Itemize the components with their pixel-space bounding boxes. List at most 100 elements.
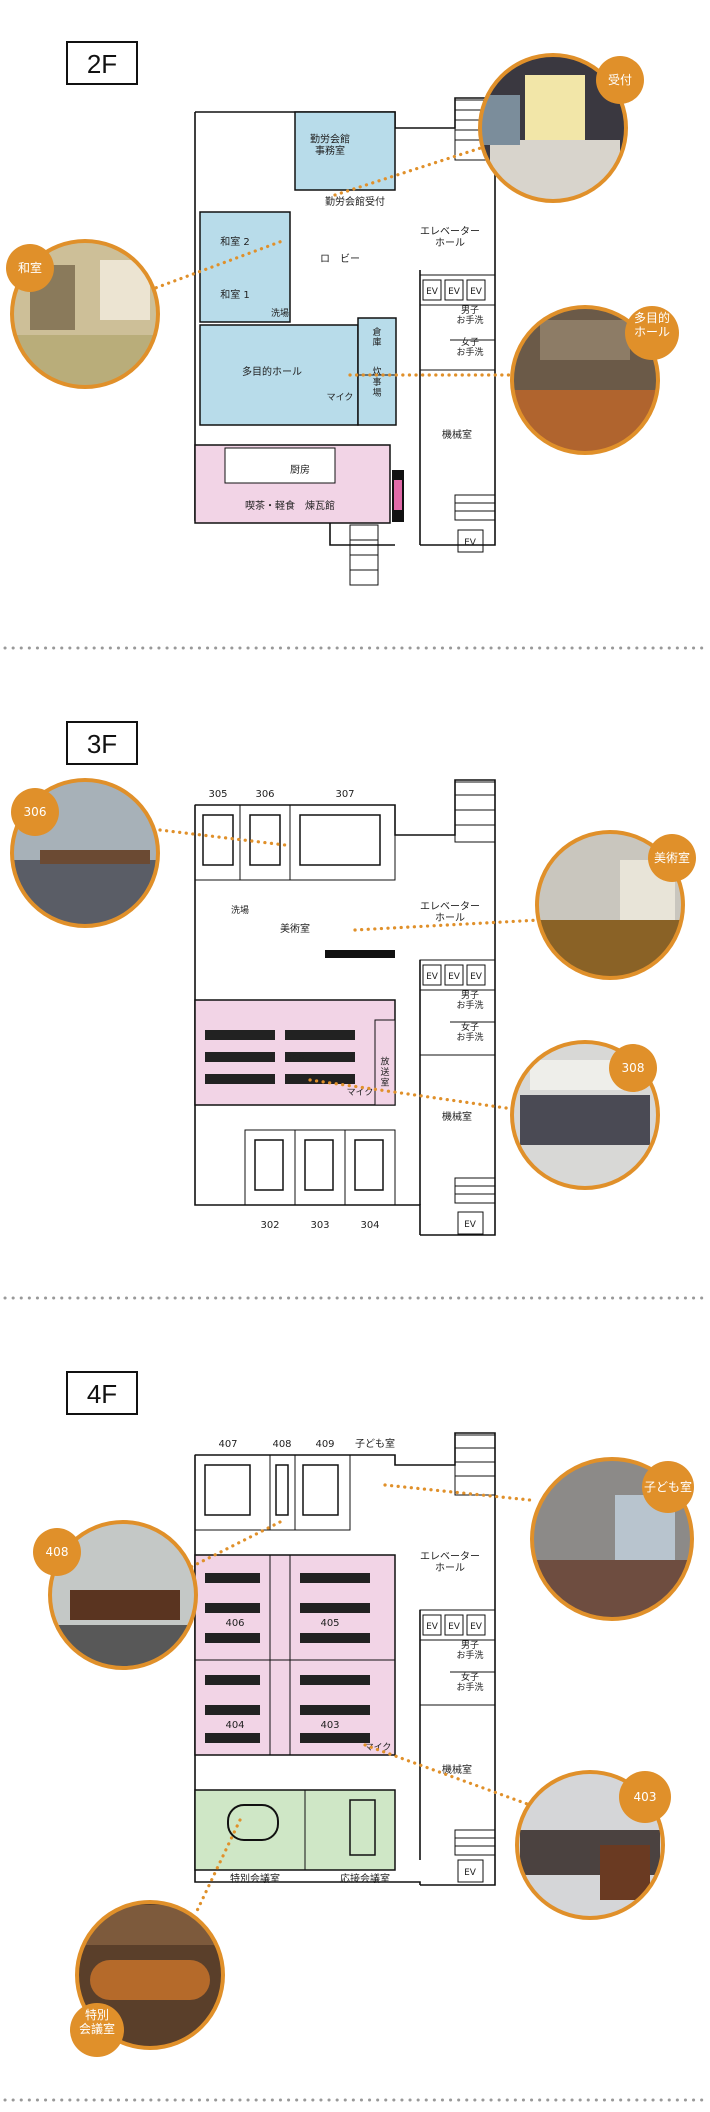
room-407-label: 407 [218, 1439, 237, 1450]
photo-tag-306: 306 [24, 805, 47, 819]
special-meeting-room [194, 1789, 396, 1871]
room-307-label: 307 [335, 789, 354, 800]
hall-mic-label: マイク [327, 392, 354, 403]
floor-label: 4F [87, 1379, 117, 1409]
rooms-403-406 [194, 1554, 396, 1756]
men-toilet-label: 男子お手洗 [456, 1640, 483, 1661]
svg-text:EV: EV [448, 1622, 461, 1632]
room-409-label: 409 [315, 1439, 334, 1450]
svg-text:EV: EV [464, 538, 477, 548]
photo-tag-reception: 受付 [608, 73, 632, 87]
floor-label-box [66, 1371, 138, 1415]
women-toilet-label: 女子お手洗 [456, 336, 483, 358]
multipurpose-hall [199, 324, 359, 426]
reception-label: 勤労会館受付 [325, 195, 385, 208]
broadcast-label: 放送室 [380, 1056, 389, 1089]
photo-reception: 受付 [478, 53, 644, 203]
room-408-label: 408 [272, 1439, 291, 1450]
photo-tag-kids: 子ども室 [644, 1479, 692, 1494]
svg-text:EV: EV [426, 287, 439, 297]
storage-label: 倉庫 [372, 326, 381, 348]
stairs [454, 781, 496, 1204]
women-toilet-label: 女子お手洗 [456, 1021, 483, 1043]
photo-tag-special: 特別会議室 [79, 2007, 115, 2036]
office-room [294, 111, 396, 191]
photo-art-room: 美術室 [535, 830, 696, 980]
photo-308: 308 [510, 1040, 660, 1190]
svg-text:EV: EV [470, 972, 483, 982]
room-406-label: 406 [225, 1618, 244, 1629]
svg-text:EV: EV [448, 287, 461, 297]
machine-room-label: 機械室 [442, 1763, 472, 1776]
svg-text:EV: EV [464, 1220, 477, 1230]
storage-room [357, 317, 397, 426]
svg-text:EV: EV [470, 1622, 483, 1632]
reception-room-label: 応接会議室 [340, 1872, 390, 1885]
photo-tag-art: 美術室 [654, 850, 690, 865]
mic-label: マイク [347, 1087, 374, 1098]
floor-label: 3F [87, 729, 117, 759]
special-room-label: 特別会議室 [230, 1872, 280, 1885]
room-305-label: 305 [208, 789, 227, 800]
kitchen-label: 厨房 [290, 463, 310, 476]
photo-tag-308: 308 [622, 1061, 645, 1075]
svg-text:EV: EV [426, 972, 439, 982]
floor-label-box [66, 721, 138, 765]
photo-hall: 多目的ホール [510, 305, 679, 455]
floor-4f: 4F EV EV EV [33, 1371, 694, 2057]
room-405-label: 405 [320, 1618, 339, 1629]
women-toilet-label: 女子お手洗 [456, 1671, 483, 1693]
desk-rows-4f [205, 1573, 370, 1743]
room-304-label: 304 [360, 1220, 379, 1231]
men-toilet-label: 男子お手洗 [456, 305, 483, 326]
room-403-label: 403 [320, 1720, 339, 1731]
floor-label: 2F [87, 49, 117, 79]
machine-room-label: 機械室 [442, 428, 472, 441]
hall-label: 多目的ホール [242, 365, 302, 378]
photo-special-room: 特別会議室 [70, 1900, 225, 2057]
meeting-rooms-4f-top [194, 1454, 351, 1531]
men-toilet-label: 男子お手洗 [456, 990, 483, 1011]
photo-306: 306 [10, 778, 160, 928]
stairs [454, 1434, 496, 1856]
photo-tag-408: 408 [46, 1545, 69, 1559]
ev-toilet-block: EV EV EV EV [419, 274, 496, 553]
lobby-label: ロ ビー [320, 253, 360, 265]
floor-3f: 3F EV EV EV [10, 721, 696, 1236]
office-label: 勤労会館事務室 [310, 132, 350, 157]
kids-room-label: 子ども室 [355, 1437, 395, 1450]
photo-washitsu: 和室 [6, 239, 160, 389]
elevator-hall-label: エレベーターホール [420, 225, 480, 249]
kitchenette-label: 炊事場 [372, 366, 381, 399]
kitchen-room [224, 447, 336, 484]
elevator-hall-label: エレベーターホール [420, 1550, 480, 1574]
room-306-label: 306 [255, 789, 274, 800]
meeting-rooms-3f-bottom [244, 1129, 396, 1206]
floor-label-box [66, 41, 138, 85]
svg-text:EV: EV [464, 1868, 477, 1878]
room-404-label: 404 [225, 1720, 244, 1731]
photo-tag-washitsu: 和室 [18, 260, 42, 275]
svg-text:EV: EV [448, 972, 461, 982]
photo-tag-hall: 多目的ホール [634, 310, 670, 339]
washroom-label: 洗場 [271, 307, 289, 319]
elevator-hall-label: エレベーターホール [420, 900, 480, 924]
room-308-label: 308 [285, 1054, 304, 1065]
floor-2f: 2F EV EV EV [6, 41, 679, 586]
photo-tag-403: 403 [634, 1790, 657, 1804]
mic-label: マイク [365, 1742, 392, 1753]
washitsu1-label: 和室 1 [220, 288, 250, 301]
svg-text:EV: EV [470, 287, 483, 297]
room-303-label: 303 [310, 1220, 329, 1231]
photo-403: 403 [515, 1770, 671, 1920]
cafe-label: 喫茶・軽食 煉瓦館 [245, 499, 335, 512]
washitsu2-label: 和室 2 [220, 235, 250, 248]
desk-rows-308 [205, 1030, 355, 1084]
washroom-label: 洗場 [231, 904, 249, 916]
ev-toilet-block: EV EV EV EV [419, 959, 496, 1235]
art-room-label: 美術室 [280, 922, 310, 935]
photo-kids-room: 子ども室 [530, 1457, 694, 1621]
meeting-rooms-3f-top [194, 804, 396, 881]
